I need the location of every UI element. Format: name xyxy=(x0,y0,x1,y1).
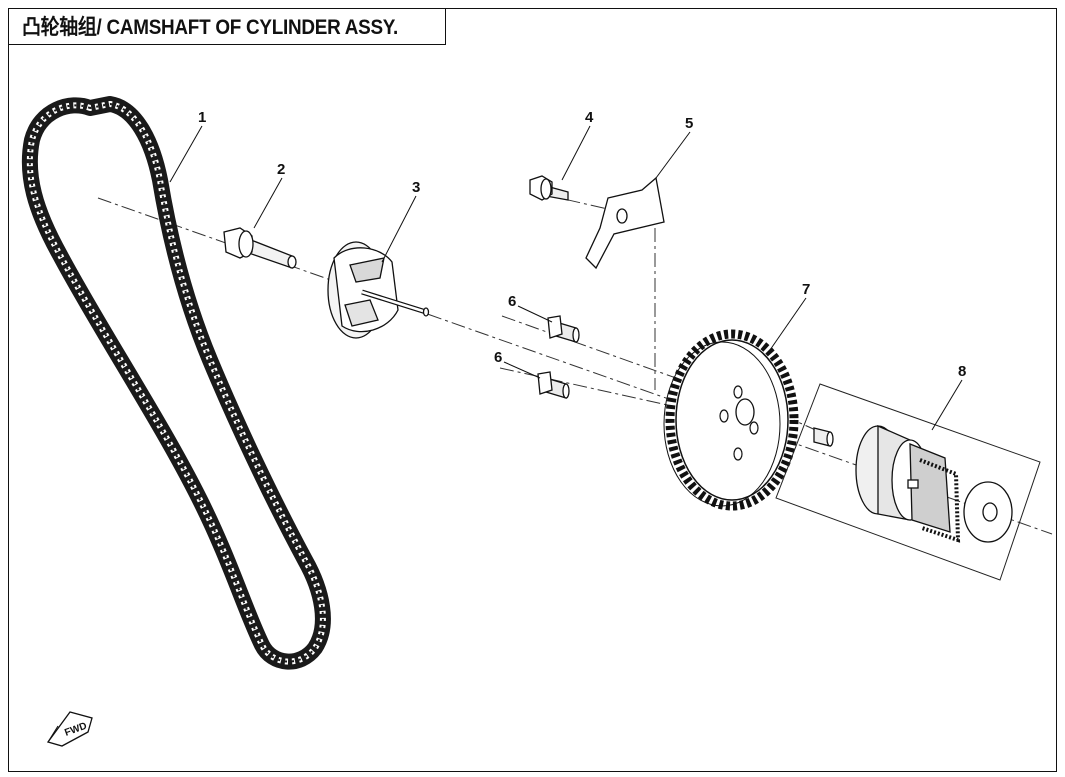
bolt-part-4 xyxy=(529,175,569,201)
callout-1: 1 xyxy=(198,109,206,126)
title-box: 凸轮轴组/ CAMSHAFT OF CYLINDER ASSY. xyxy=(8,8,446,45)
callout-2: 2 xyxy=(277,161,285,178)
callout-6-upper: 6 xyxy=(508,293,516,310)
cam-sprocket-part-7 xyxy=(663,329,799,511)
callout-6-lower: 6 xyxy=(494,349,502,366)
callout-3: 3 xyxy=(412,179,420,196)
callout-5: 5 xyxy=(685,115,693,132)
callout-7: 7 xyxy=(802,281,810,298)
callout-8: 8 xyxy=(958,363,966,380)
fwd-arrow-icon: FWD xyxy=(46,711,93,747)
dowel-pin-part-6-lower xyxy=(537,371,570,399)
leader-lines xyxy=(169,125,963,431)
drawing-frame xyxy=(8,8,1057,772)
decomp-weight-part-3 xyxy=(327,241,430,339)
camshaft-part-8 xyxy=(775,383,1041,581)
dowel-pin-part-6-upper xyxy=(547,315,580,343)
plate-part-5 xyxy=(585,176,665,270)
page-title: 凸轮轴组/ CAMSHAFT OF CYLINDER ASSY. xyxy=(22,16,399,39)
bolt-part-2 xyxy=(223,227,297,269)
callout-4: 4 xyxy=(585,109,594,126)
timing-chain xyxy=(21,96,331,670)
